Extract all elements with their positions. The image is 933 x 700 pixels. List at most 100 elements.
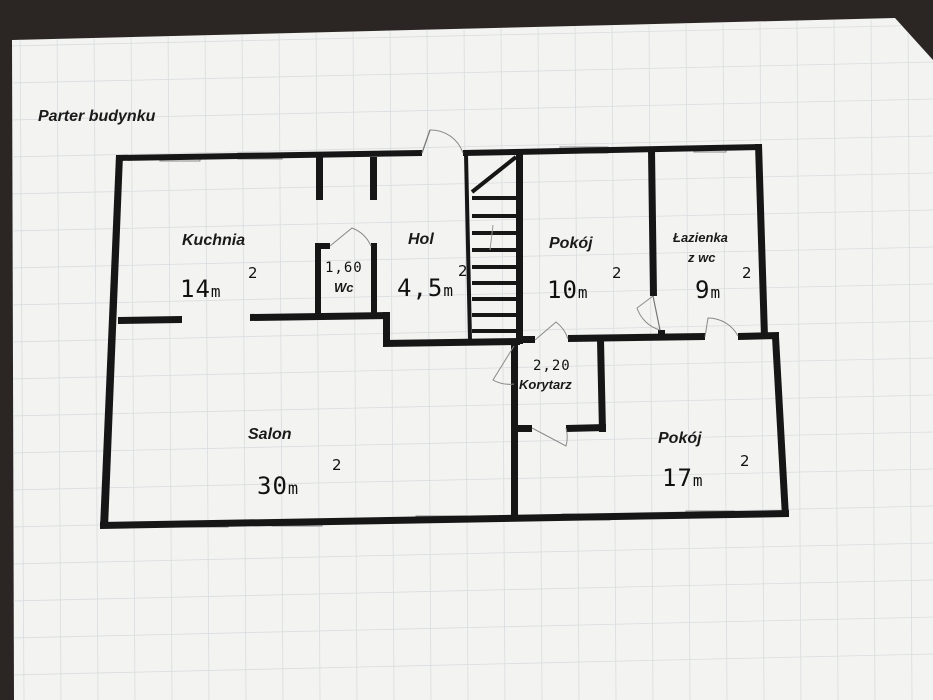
grid-line	[537, 19, 543, 700]
room-area: 9m	[695, 276, 721, 304]
wall-left	[100, 155, 123, 528]
room-name: Wc	[334, 280, 354, 295]
grid-line	[500, 19, 506, 700]
door-wc	[329, 227, 372, 247]
room-kuchnia: Kuchnia 14m 2	[180, 232, 258, 303]
staircase	[464, 153, 518, 341]
grid-line	[93, 19, 99, 700]
door-entrance	[421, 129, 464, 154]
grid-line	[352, 19, 358, 700]
grid-line	[204, 19, 210, 700]
room-area: 10m	[547, 276, 589, 304]
grid-line	[19, 19, 25, 700]
wall-kitchen-stub	[316, 157, 323, 200]
wall-pokoj-bottom	[738, 332, 779, 340]
room-name: Salon	[248, 426, 292, 443]
grid-line	[12, 542, 933, 565]
room-hol: Hol 4,5m 2	[397, 231, 468, 302]
wall-bottom	[100, 510, 789, 529]
grid-line	[12, 98, 933, 121]
room-pokoj: Pokój 10m 2	[547, 235, 622, 304]
grid-line	[870, 19, 876, 700]
wall-right	[772, 337, 789, 517]
room-area: 2,20	[533, 358, 571, 374]
wall-wc	[315, 243, 321, 316]
wall-kitchen-stub	[370, 157, 377, 200]
door-lazienka	[636, 295, 661, 331]
grid-line	[12, 135, 933, 158]
wall-top	[463, 144, 762, 156]
wall-pokoj-bottom	[520, 336, 535, 343]
grid-line	[685, 19, 691, 700]
room-korytarz: 2,20 Korytarz	[519, 358, 572, 392]
area-exponent: 2	[248, 264, 258, 282]
grid-line	[12, 468, 933, 491]
grid-line	[796, 19, 802, 700]
room-name: Łazienka	[672, 230, 728, 245]
grid-line	[241, 19, 247, 700]
grid-line	[12, 653, 933, 676]
wall-korytarz	[597, 340, 606, 432]
paper-grid	[12, 19, 933, 700]
grid-line	[12, 283, 933, 306]
grid-line	[463, 19, 469, 700]
wall-kitchen-bottom	[250, 312, 390, 321]
wall-korytarz-bottom	[566, 424, 606, 432]
room-name: Korytarz	[519, 377, 572, 392]
grid-line	[574, 19, 580, 700]
area-exponent: 2	[740, 452, 750, 470]
wall-stair-right	[516, 152, 523, 344]
wall-korytarz	[511, 344, 518, 517]
wall-wc	[371, 243, 377, 316]
grid-line	[12, 246, 933, 269]
area-exponent: 2	[458, 262, 468, 280]
door-pokoj	[534, 321, 569, 341]
wall-korytarz-bottom	[517, 425, 532, 432]
room-pokoj-2: Pokój 17m 2	[658, 430, 750, 492]
grid-line	[12, 61, 933, 84]
wall-right	[755, 144, 768, 337]
room-area: 4,5m	[397, 274, 454, 302]
grid-line	[315, 19, 321, 700]
wall-lazienka-left	[648, 150, 657, 296]
area-exponent: 2	[332, 456, 342, 474]
grid-line	[278, 19, 284, 700]
grid-line	[426, 19, 432, 700]
room-name: Pokój	[549, 235, 593, 252]
wall-hol-step	[383, 312, 390, 346]
grid-line	[907, 19, 913, 700]
grid-line	[12, 172, 933, 195]
walls	[100, 144, 789, 529]
door-pokoj2	[531, 427, 568, 447]
grid-line	[12, 24, 933, 47]
grid-line	[611, 19, 617, 700]
grid-line	[167, 19, 173, 700]
grid-line	[759, 19, 765, 700]
wall-pokoj-bottom	[568, 333, 705, 342]
room-name: Hol	[408, 231, 434, 248]
plan-title: Parter budynku	[38, 108, 156, 125]
wall-hol-bottom	[383, 338, 520, 347]
grid-line	[130, 19, 136, 700]
area-exponent: 2	[612, 264, 622, 282]
grid-line	[12, 579, 933, 602]
grid-line	[56, 19, 62, 700]
room-name: Kuchnia	[182, 232, 245, 249]
wall-kitchen-bottom	[118, 316, 182, 324]
grid-line	[12, 616, 933, 639]
room-area: 30m	[257, 472, 299, 500]
room-name: Pokój	[658, 430, 702, 447]
room-area: 1,60	[325, 260, 363, 276]
door-lazienka-korytarz	[704, 317, 739, 338]
wall-lazienka-left	[658, 330, 665, 338]
room-wc: 1,60 Wc	[325, 260, 363, 295]
room-area: 14m	[180, 275, 222, 303]
door-korytarz-hol	[492, 345, 515, 385]
grid-line	[722, 19, 728, 700]
room-lazienka: Łazienka z wc 9m 2	[672, 230, 752, 304]
area-exponent: 2	[742, 264, 752, 282]
doors	[329, 129, 739, 447]
room-name-second-line: z wc	[687, 250, 716, 265]
grid-line	[12, 209, 933, 232]
